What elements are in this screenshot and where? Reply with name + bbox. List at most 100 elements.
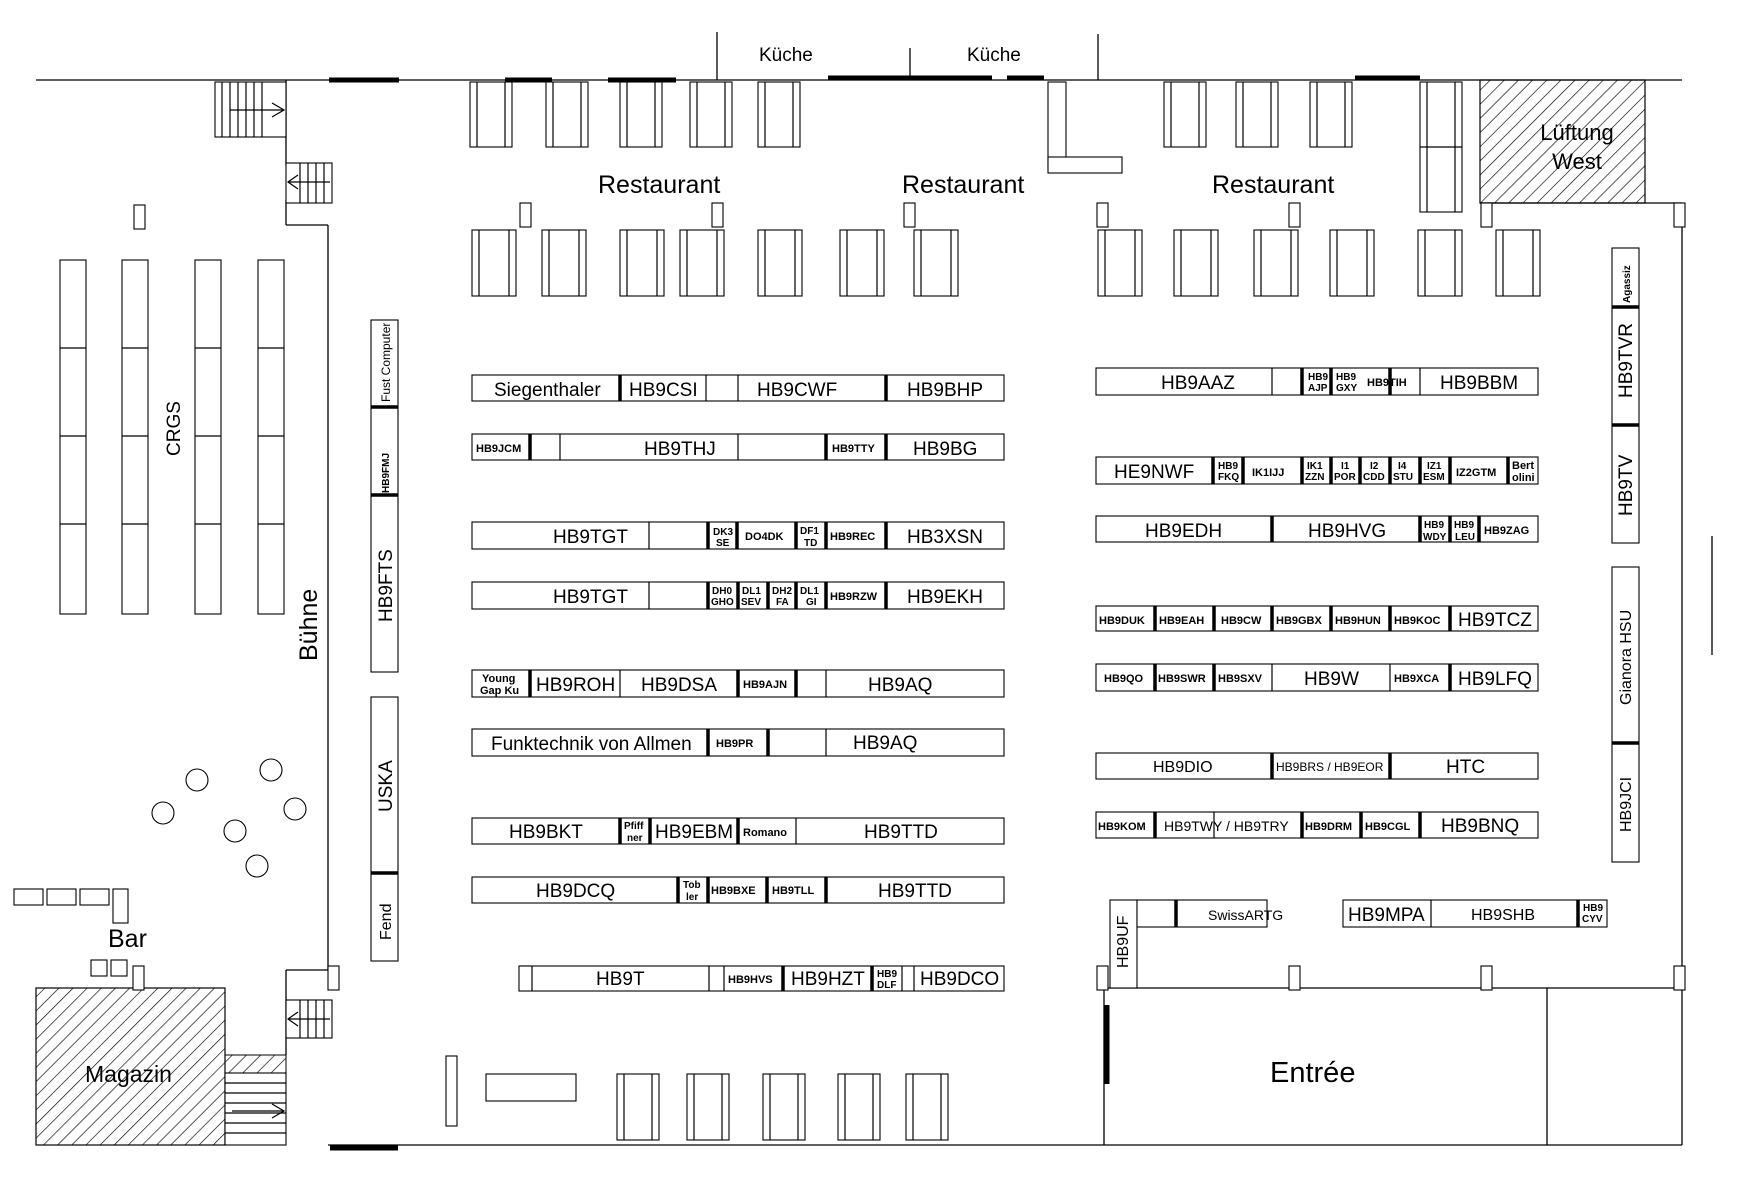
- stand: HB9REC: [830, 531, 875, 543]
- stand: HB9TCZ: [1458, 610, 1532, 631]
- label-magazin: Magazin: [85, 1061, 172, 1087]
- lueftung-west-area: [1479, 79, 1646, 204]
- label-restaurant-3: Restaurant: [1212, 171, 1334, 199]
- stand: Tob: [683, 880, 701, 891]
- stand: HB9TWY / HB9TRY: [1164, 818, 1289, 834]
- stand: HB9BHP: [907, 380, 983, 401]
- stand: GI: [806, 597, 817, 608]
- stand: HB9GBX: [1276, 615, 1323, 627]
- stairs-top: [214, 81, 287, 138]
- label-lueftung: Lüftung: [1540, 120, 1613, 145]
- stand: HB9EBM: [655, 822, 733, 843]
- label-kueche-2: Küche: [967, 45, 1021, 66]
- stand: GXY: [1336, 383, 1357, 394]
- stand: DK3: [713, 527, 733, 538]
- stand: HB9: [1424, 520, 1444, 531]
- stand: STU: [1393, 472, 1413, 483]
- stand: I1: [1341, 461, 1350, 472]
- crgs-tables: [59, 259, 285, 615]
- stand: SEV: [741, 597, 761, 608]
- stand: CYV: [1582, 914, 1603, 925]
- stand: HB9ZAG: [1484, 525, 1529, 537]
- label-buehne: Bühne: [295, 589, 323, 661]
- bar-furniture: [13, 758, 307, 977]
- stand: HB9: [877, 969, 897, 980]
- stand: olini: [1512, 472, 1535, 484]
- stand: ner: [627, 833, 643, 844]
- stand-hb9uf: HB9UF: [1115, 915, 1132, 968]
- stand-hb9tvr: HB9TVR: [1616, 323, 1637, 398]
- stand: HB9: [1308, 372, 1328, 383]
- restaurant-tables: [132, 81, 1686, 1141]
- stand: LEU: [1455, 532, 1475, 543]
- stand: HB9CWF: [757, 380, 837, 401]
- stand: ESM: [1423, 472, 1445, 483]
- right-block-stand-labels: HB9AAZ HB9 AJP HB9 GXY HB9TIH HB9BBM HE9…: [1098, 372, 1603, 926]
- left-vertical-stands: [370, 319, 399, 962]
- stand: HB9KOM: [1098, 821, 1146, 833]
- stand: HB9KOC: [1394, 615, 1441, 627]
- stand: HB9BXE: [711, 885, 756, 897]
- label-restaurant-2: Restaurant: [902, 171, 1024, 199]
- stand: HB9ROH: [536, 675, 615, 696]
- stand: HB9: [1454, 520, 1474, 531]
- stand: HB9QO: [1104, 673, 1144, 685]
- stand-fust-computer: Fust Computer: [379, 323, 393, 402]
- stand: HB9: [1218, 461, 1238, 472]
- stand-agassiz: Agassiz: [1622, 265, 1633, 303]
- right-block-rows: [1095, 367, 1608, 989]
- stand: HB9AQ: [868, 675, 932, 696]
- left-block-stand-labels: Siegenthaler HB9CSI HB9CWF HB9BHP HB9JCM…: [476, 380, 999, 991]
- vertical-stand-labels: Fust Computer HB9FMJ HB9FTS USKA Fend Ag…: [376, 265, 1637, 968]
- stand: DL1: [742, 586, 761, 597]
- doors: [329, 75, 1420, 1151]
- stairs-bottom-left: [285, 999, 333, 1039]
- stand: HB9HVG: [1308, 521, 1386, 542]
- stand: HB9SWR: [1158, 673, 1206, 685]
- label-restaurant-1: Restaurant: [598, 171, 720, 199]
- stand: HB9DRM: [1305, 821, 1352, 833]
- stand-fend: Fend: [378, 904, 395, 940]
- stand: IK1: [1307, 461, 1323, 472]
- stand: HB9: [1583, 903, 1603, 914]
- stand-uska: USKA: [376, 760, 397, 812]
- stand: HB9RZW: [830, 591, 878, 603]
- left-block-rows: [471, 374, 1005, 992]
- stand: HB9TTD: [878, 881, 952, 902]
- stand: DH0: [712, 586, 732, 597]
- stand: Pfiff: [624, 821, 644, 832]
- stand: SE: [716, 538, 730, 549]
- stand-hb9fts: HB9FTS: [376, 549, 397, 622]
- stand: FA: [776, 597, 789, 608]
- stand: Romano: [743, 827, 787, 839]
- stand: HB9W: [1304, 669, 1359, 690]
- stand: HB9BNQ: [1441, 816, 1519, 837]
- stand: HE9NWF: [1114, 462, 1194, 483]
- stand: HB9XCA: [1394, 673, 1439, 685]
- stand: HB9DUK: [1099, 615, 1145, 627]
- stand: HB9HVS: [728, 974, 773, 986]
- stand: TD: [804, 538, 817, 549]
- label-kueche-1: Küche: [759, 45, 813, 66]
- stand: HB9JCM: [476, 443, 521, 455]
- right-vertical-stands: [1611, 247, 1640, 863]
- stand: HB9T: [596, 969, 645, 990]
- stand: ler: [686, 892, 698, 903]
- stand: HB9EAH: [1159, 615, 1204, 627]
- stand: I2: [1370, 461, 1379, 472]
- stand: AJP: [1308, 383, 1328, 394]
- label-bar: Bar: [108, 925, 147, 953]
- stand: Siegenthaler: [494, 380, 601, 401]
- stand: HB9BKT: [509, 822, 583, 843]
- stand: IZ1: [1427, 461, 1442, 472]
- magazin-stair-hatch: [224, 1054, 287, 1074]
- stand: HB9SXV: [1218, 673, 1263, 685]
- stand: WDY: [1423, 532, 1447, 543]
- stand: POR: [1334, 472, 1356, 483]
- stand: HB9TTD: [864, 822, 938, 843]
- stand: IZ2GTM: [1456, 467, 1496, 479]
- stand: HB9CSI: [629, 380, 698, 401]
- stand: HB9AQ: [853, 733, 917, 754]
- stand: HB9EDH: [1145, 521, 1222, 542]
